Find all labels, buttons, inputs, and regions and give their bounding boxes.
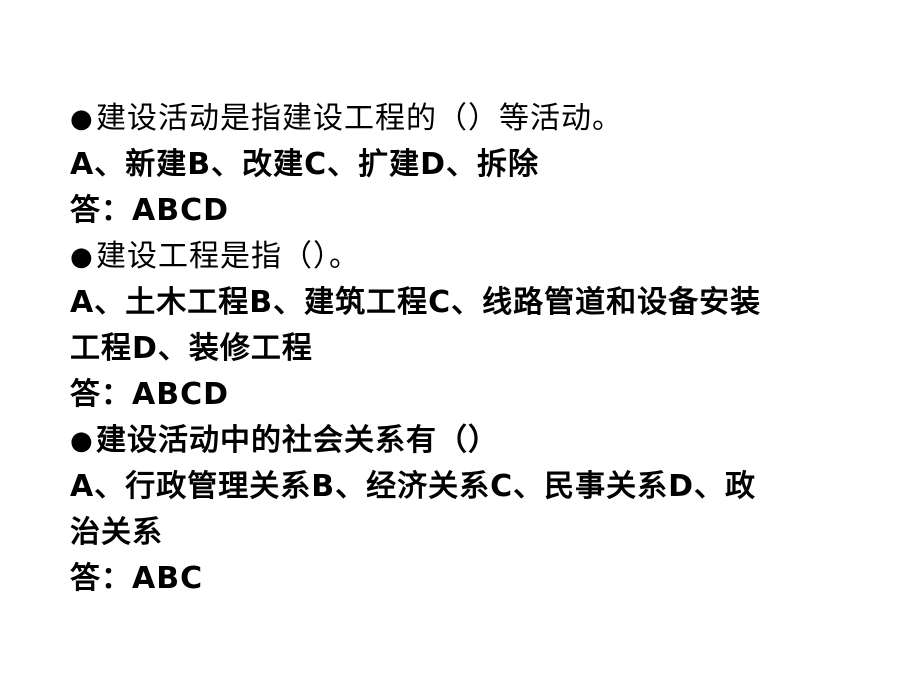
bullet-icon: ● (70, 242, 94, 272)
bullet-icon: ● (70, 104, 94, 134)
question-2-text: 建设工程是指（）。 (96, 239, 360, 274)
question-2: ●建设工程是指（）。 (70, 234, 840, 280)
question-3-options-line-1: A、行政管理关系B、经济关系C、民事关系D、政 (70, 469, 757, 504)
question-1-answer: 答：ABCD (70, 193, 230, 228)
bullet-icon: ● (70, 426, 94, 456)
question-3-options-line-2: 治关系 (70, 515, 163, 550)
question-3-text: 建设活动中的社会关系有（） (96, 423, 499, 458)
question-2-options-line-1: A、土木工程B、建筑工程C、线路管道和设备安装 (70, 285, 762, 320)
question-2-answer: 答：ABCD (70, 377, 230, 412)
question-3-answer: 答：ABC (70, 561, 204, 596)
question-2-options-line-2: 工程D、装修工程 (70, 331, 313, 366)
question-3: ●建设活动中的社会关系有（） (70, 418, 840, 464)
question-1: ●建设活动是指建设工程的（）等活动。 (70, 96, 840, 142)
question-list: ●建设活动是指建设工程的（）等活动。 A、新建B、改建C、扩建D、拆除 答：AB… (70, 96, 840, 602)
question-1-options-line-1: A、新建B、改建C、扩建D、拆除 (70, 147, 540, 182)
question-1-text: 建设活动是指建设工程的（）等活动。 (96, 101, 623, 136)
